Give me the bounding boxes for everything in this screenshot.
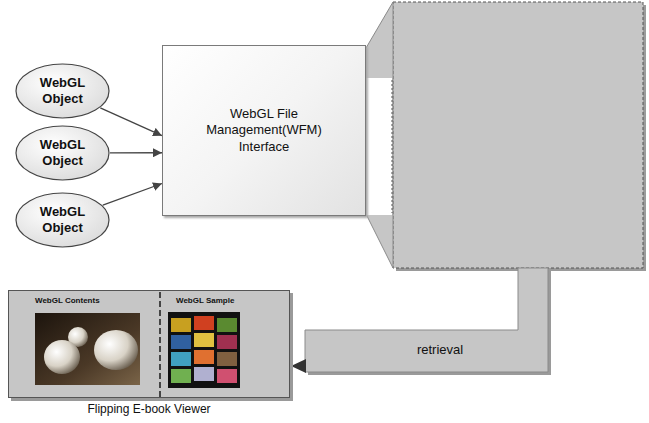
sample-picture xyxy=(168,312,240,388)
interface-box: WebGL File Management(WFM) Interface xyxy=(162,45,366,216)
viewer-ground xyxy=(8,290,290,398)
egg xyxy=(94,330,138,370)
ellipse-text-area: WebGL Object xyxy=(15,63,110,119)
flow-arrow xyxy=(100,108,162,136)
photo-tile xyxy=(194,350,214,364)
arrow-head xyxy=(291,359,306,373)
photo-tile xyxy=(194,316,214,330)
viewer-frame: Flipping E-book Viewer WebGL Contents WebG… xyxy=(8,290,290,423)
photo-tile xyxy=(171,335,191,349)
panel-heading: WebGL Sample xyxy=(176,296,288,306)
photo-tile xyxy=(217,318,237,332)
viewer-border xyxy=(8,290,290,398)
photo-tile xyxy=(171,318,191,332)
ellipse-shape xyxy=(16,64,109,118)
flow-arrow xyxy=(103,184,162,206)
storage-panel xyxy=(393,2,643,268)
page-divider xyxy=(159,292,161,397)
photo-tile xyxy=(194,367,214,381)
photo-tile xyxy=(171,369,191,383)
object-ellipse: WebGL Object xyxy=(15,192,110,248)
photo-tile xyxy=(171,352,191,366)
dashed-edge xyxy=(392,80,393,213)
photo-tile xyxy=(217,369,237,383)
ellipse-shape xyxy=(16,193,109,247)
interface-label: WebGL File Management(WFM) Interface xyxy=(202,106,327,155)
object-ellipse: WebGL Object xyxy=(15,125,110,181)
ellipse-text-area: WebGL Object xyxy=(15,192,110,248)
object-label: WebGL Object xyxy=(33,75,93,108)
panel-heading: WebGL Contents xyxy=(35,296,158,306)
object-label: WebGL Object xyxy=(33,204,93,237)
object-label: WebGL Object xyxy=(33,137,93,170)
viewer-caption: Flipping E-book Viewer xyxy=(87,402,210,417)
photo-tile xyxy=(217,352,237,366)
object-ellipse: WebGL Object xyxy=(15,63,110,119)
photo-tile xyxy=(217,335,237,349)
eggs-picture xyxy=(35,313,140,385)
viewer-panel: WebGL Sample xyxy=(162,292,288,396)
funnel-strip xyxy=(366,78,392,215)
photo-tile xyxy=(194,333,214,347)
ellipse-text-area: WebGL Object xyxy=(15,125,110,181)
flow-arrow xyxy=(110,152,162,153)
egg xyxy=(44,340,80,374)
retrieval-band xyxy=(305,268,548,372)
ellipse-shape xyxy=(16,126,109,180)
flow-label: retrieval xyxy=(400,342,480,357)
viewer-panel: WebGL Contents xyxy=(10,292,158,396)
expansion-funnel xyxy=(366,2,393,268)
caption-area: Flipping E-book Viewer xyxy=(8,402,290,417)
